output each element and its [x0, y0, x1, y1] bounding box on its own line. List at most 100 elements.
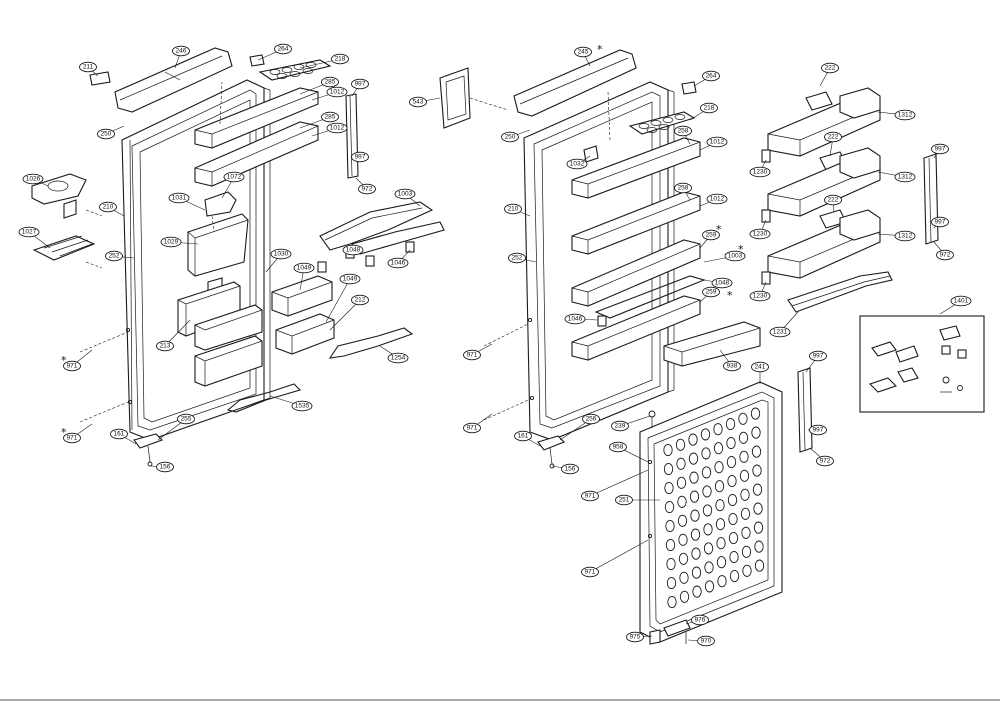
callout-label: 251 — [619, 497, 630, 504]
callout-label: 1048 — [715, 280, 730, 287]
callout-bubble — [351, 294, 369, 306]
freezer-shelf-2 — [761, 147, 881, 229]
callout-label: 1049 — [343, 276, 358, 283]
callout-211: 211 — [79, 61, 97, 73]
leader-line — [329, 299, 361, 331]
callout-1012c: 1012 — [706, 136, 728, 148]
callout-bubble — [615, 494, 633, 506]
door-dimple — [741, 526, 751, 539]
callout-976: 976 — [691, 614, 709, 626]
callout-222b: 222 — [824, 131, 842, 143]
leader-line — [589, 469, 649, 497]
parts-inset-1401 — [859, 315, 985, 413]
callout-label: 972 — [820, 458, 831, 465]
door-dimple — [740, 488, 750, 501]
leader-line — [325, 278, 351, 323]
door-dimple — [690, 509, 700, 522]
door-dimple — [679, 590, 690, 603]
callout-label: 971 — [67, 435, 78, 442]
callout-1072: 1072 — [223, 171, 245, 183]
callout-bubble — [894, 230, 916, 242]
callout-label: 1049 — [297, 265, 312, 272]
callout-239: 239 — [611, 420, 629, 432]
callout-bubble — [691, 614, 709, 626]
callout-bubble — [769, 326, 791, 338]
asterisk-mark: * — [716, 223, 722, 236]
callout-label: 210 — [508, 206, 519, 213]
callout-bubble — [156, 340, 174, 352]
callout-label: 1030 — [274, 251, 289, 258]
callout-156b: 156 — [561, 463, 579, 475]
callout-bubble — [816, 455, 834, 467]
callout-label: 972 — [362, 186, 373, 193]
callout-bubble — [339, 273, 361, 285]
callout-975: 975 — [626, 631, 644, 643]
door-dimple — [725, 417, 736, 431]
door-dimple — [703, 523, 713, 536]
callout-label: 218 — [704, 105, 715, 112]
callout-label: 1032 — [570, 161, 585, 168]
callout-1012a: 1012 — [326, 86, 348, 98]
callout-bubble — [626, 631, 644, 643]
callout-label: 255 — [181, 416, 192, 423]
door-dimple — [663, 443, 673, 457]
callout-label: 1012 — [710, 139, 725, 146]
callout-bubble — [724, 250, 746, 262]
callout-bubble — [749, 228, 771, 240]
right-door-shelf-3 — [571, 239, 701, 307]
callout-161a: 161 — [110, 428, 128, 440]
callout-1230c: 1230 — [749, 290, 771, 302]
left-small-bin-1049b — [275, 313, 335, 355]
revision-asterisks: ****** — [61, 43, 744, 439]
door-dimple — [677, 514, 688, 527]
door-dimple — [664, 500, 675, 514]
callout-bubble — [504, 203, 522, 215]
callout-label: 156 — [160, 464, 171, 471]
callout-label: 258 — [678, 128, 689, 135]
right-egg-tray — [628, 111, 696, 135]
callout-bubble — [702, 70, 720, 82]
door-dimple — [728, 531, 739, 545]
callout-bubble — [751, 361, 769, 373]
callout-1401: 1401 — [950, 295, 972, 307]
callout-label: 252 — [109, 253, 120, 260]
callout-label: 1230 — [753, 231, 768, 238]
door-dimple — [704, 561, 714, 574]
callout-bubble — [22, 173, 44, 185]
callout-label: 156 — [565, 466, 576, 473]
callout-label: 1027 — [22, 229, 37, 236]
callout-bubble — [274, 43, 292, 55]
callout-bubble — [894, 171, 916, 183]
asterisk-mark: * — [727, 289, 733, 302]
door-dimple — [726, 455, 737, 469]
callout-997c: 997 — [931, 143, 949, 155]
right-lower-handle — [797, 367, 813, 453]
callout-250b: 250 — [501, 131, 519, 143]
callout-bubble — [514, 430, 532, 442]
callout-label: 1031 — [172, 195, 187, 202]
callout-997d: 997 — [931, 216, 949, 228]
callout-bubble — [172, 45, 190, 57]
callout-label: 997 — [935, 146, 946, 153]
callout-bubble — [697, 635, 715, 647]
callout-bubble — [409, 96, 427, 108]
callout-label: 1048 — [346, 247, 361, 254]
callout-label: 1312 — [898, 233, 913, 240]
callout-259a: 259 — [702, 229, 720, 241]
callout-258a: 258 — [674, 125, 692, 137]
door-dimple — [716, 537, 726, 550]
callout-bubble — [387, 352, 409, 364]
callout-label: 997 — [355, 154, 366, 161]
door-dimple-pattern — [663, 407, 765, 609]
callout-218b: 218 — [700, 102, 718, 114]
callout-bubble — [110, 428, 128, 440]
callout-bubble — [931, 216, 949, 228]
callout-1029: 1029 — [160, 236, 182, 248]
door-dimple — [666, 576, 677, 590]
callout-1535: 1535 — [291, 400, 313, 412]
callout-1030: 1030 — [270, 248, 292, 260]
callout-1049b: 1049 — [339, 273, 361, 285]
callout-241: 241 — [751, 361, 769, 373]
callout-label: 1003 — [398, 191, 413, 198]
left-top-cover — [114, 47, 233, 113]
